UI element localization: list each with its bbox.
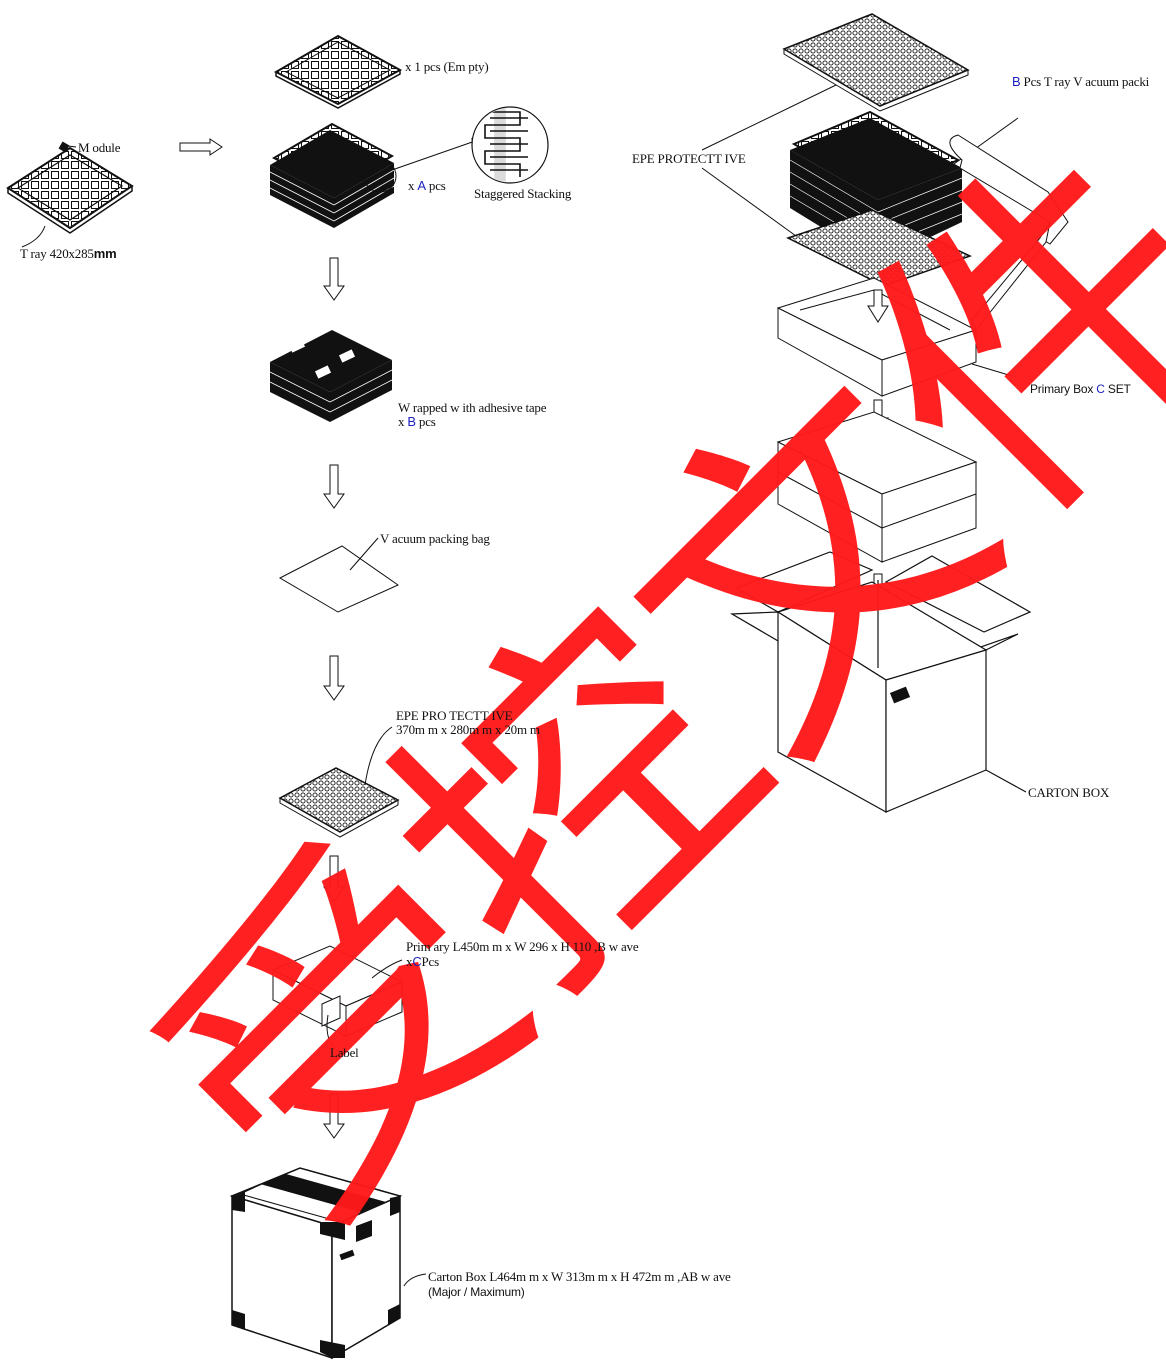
down-arrow-icon	[867, 289, 889, 323]
wrapped-stack	[269, 330, 393, 422]
module-icon	[58, 141, 70, 153]
leader-line	[701, 167, 797, 237]
wrapped-count-label: x B pcs	[398, 414, 436, 429]
primary-box	[271, 945, 404, 1049]
primary-boxes-stacked	[776, 411, 978, 563]
stacked-trays	[269, 122, 479, 228]
empty-tray	[273, 34, 403, 109]
epe-pad-top	[782, 13, 970, 112]
box-label-patch	[321, 995, 341, 1027]
epe-pad	[278, 726, 400, 838]
right-arrow-icon	[179, 138, 223, 156]
vacuum-bag-label: V acuum packing bag	[380, 531, 490, 546]
carton-box-open	[729, 551, 1032, 814]
epe-dims-label: 370m m x 280m m x 20m m	[396, 722, 540, 737]
epe-pad-bottom	[786, 209, 972, 287]
down-arrow-icon	[323, 1093, 345, 1139]
tray-vacuum-label: B Pcs T ray V acuum packi	[1012, 74, 1150, 89]
tray-with-module	[6, 141, 134, 248]
carton-box-label: CARTON BOX	[1028, 785, 1110, 800]
label-callout: Label	[330, 1045, 359, 1060]
watermark-text: 受控文件	[103, 89, 1166, 1280]
carton-major-label: (Major / Maximum)	[428, 1285, 525, 1299]
wrapped-label: W rapped w ith adhesive tape	[398, 400, 547, 415]
carton-dims-label: Carton Box L464m m x W 313m m x H 472m m…	[428, 1269, 731, 1284]
staggered-label: Staggered Stacking	[474, 186, 572, 201]
tray-size-label: T ray 420x285mm	[20, 246, 117, 261]
watermark: 受控文件	[103, 89, 1166, 1280]
primary-box-dims-label: Prim ary L450m m x W 296 x H 110 ,B w av…	[406, 939, 639, 954]
staggered-detail	[471, 106, 549, 184]
down-arrow-icon	[323, 257, 345, 301]
down-arrow-icon	[323, 464, 345, 509]
primary-box-set-label: Primary Box C SET	[1030, 382, 1131, 396]
down-arrow-icon	[323, 855, 345, 902]
module-label: M odule	[78, 140, 121, 155]
epe-title-label: EPE PRO TECTT IVE	[396, 708, 513, 723]
down-arrow-icon	[323, 655, 345, 701]
stack-count-label: x A pcs	[408, 178, 446, 193]
carton-box-taped	[229, 1167, 427, 1360]
vacuum-bag	[278, 537, 400, 613]
epe-protective-label: EPE PROTECTT IVE	[632, 151, 746, 166]
primary-box-count-label: xCPcs	[406, 954, 439, 969]
empty-tray-label: x 1 pcs (Em pty)	[405, 59, 489, 74]
leader-line	[701, 84, 837, 151]
